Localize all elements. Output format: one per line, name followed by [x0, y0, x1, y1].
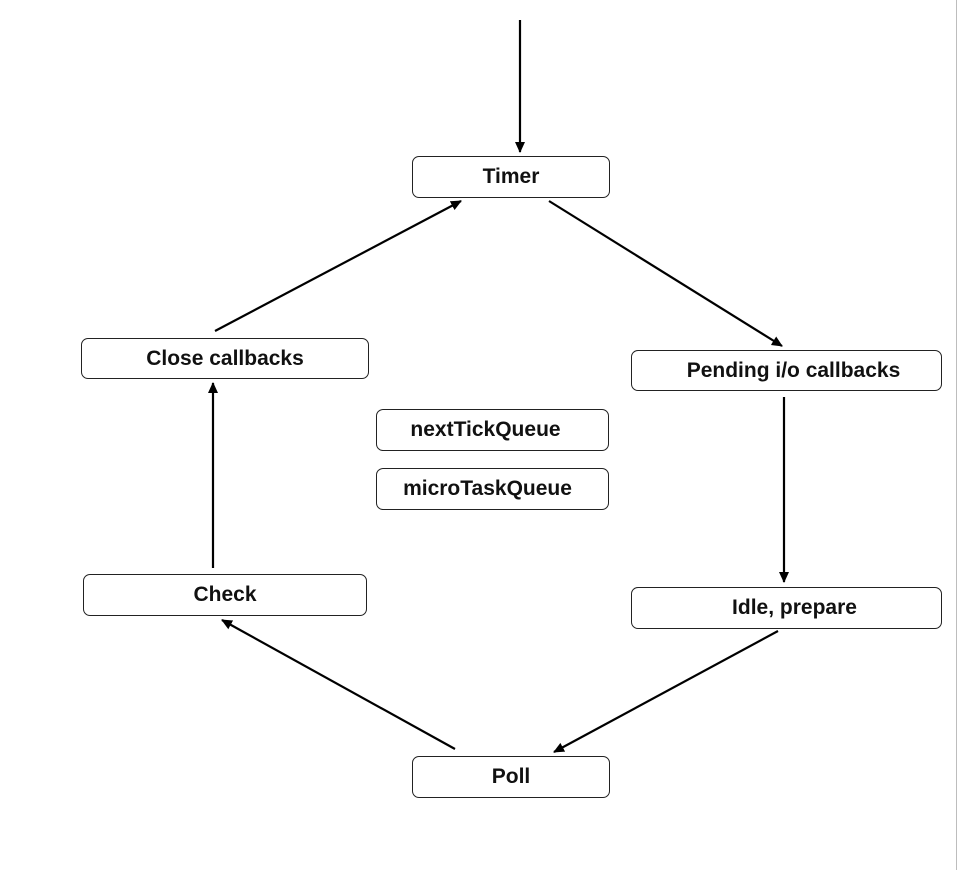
edge-poll-to-check [221, 619, 456, 750]
node-check-label: Check [193, 583, 257, 606]
edge-close-to-timer [214, 200, 462, 332]
node-timer-label: Timer [482, 165, 540, 188]
node-idle-label: Idle, prepare [732, 596, 857, 619]
node-microtaskqueue: microTaskQueue [376, 468, 609, 510]
node-close-label: Close callbacks [146, 346, 304, 370]
node-poll: Poll [412, 756, 610, 798]
node-poll-label: Poll [491, 765, 531, 788]
right-edge-divider [956, 0, 957, 870]
node-pending-io-callbacks: Pending i/o callbacks [631, 350, 942, 391]
edge-idle-to-poll [553, 630, 779, 753]
node-idle-prepare: Idle, prepare [631, 587, 942, 629]
node-nexttick-label: nextTickQueue [410, 418, 561, 441]
node-microtask-label: microTaskQueue [403, 477, 572, 500]
node-check: Check [83, 574, 367, 616]
node-nexttickqueue: nextTickQueue [376, 409, 609, 451]
node-close-callbacks: Close callbacks [81, 338, 369, 379]
edge-timer-to-pending [548, 200, 783, 347]
node-timer: Timer [412, 156, 610, 198]
node-pending-label: Pending i/o callbacks [686, 358, 901, 382]
